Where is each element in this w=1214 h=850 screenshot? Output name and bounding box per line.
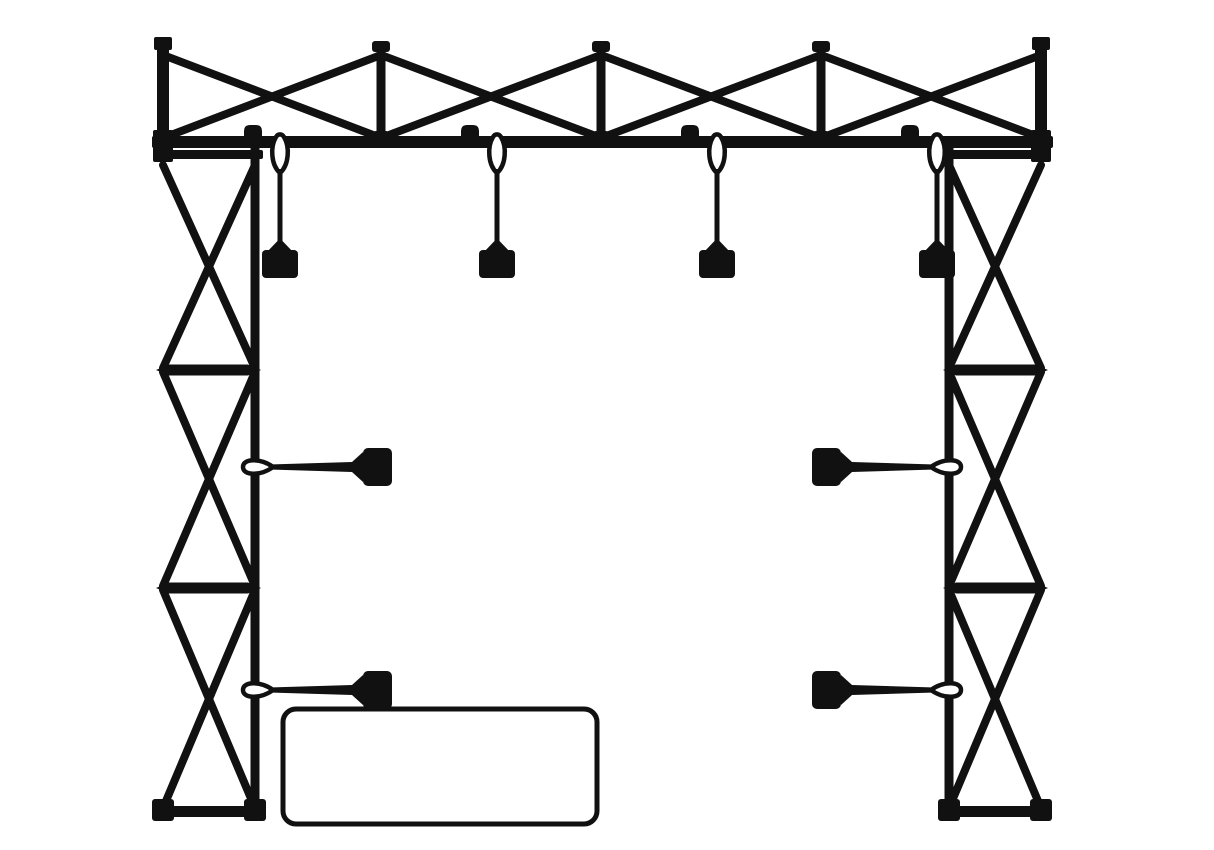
truss-corner-post bbox=[1035, 44, 1047, 146]
right-tower bbox=[938, 140, 1052, 821]
tower-cross-bar bbox=[156, 582, 261, 594]
truss-apex-cap bbox=[592, 41, 610, 52]
side-light-clamp-ring bbox=[240, 681, 277, 699]
tower-foot bbox=[152, 799, 174, 821]
light-beam-clamp bbox=[461, 125, 479, 138]
top-truss bbox=[152, 37, 1053, 162]
tower-cross-bar bbox=[156, 364, 261, 376]
light-hanger-loop bbox=[927, 132, 947, 177]
truss-apex-cap bbox=[372, 41, 390, 52]
light-head bbox=[699, 250, 735, 278]
truss-diagonal bbox=[377, 51, 605, 142]
hanging-light-2 bbox=[461, 125, 515, 278]
side-light-arm bbox=[852, 462, 935, 472]
truss-main-beam bbox=[152, 136, 1053, 148]
side-light-clamp-ring bbox=[927, 458, 964, 476]
tower-diagonal bbox=[945, 161, 1045, 372]
light-stem bbox=[277, 169, 283, 245]
truss-diagonal bbox=[159, 51, 385, 142]
tower-inner-post bbox=[250, 140, 260, 820]
side-light-yoke bbox=[841, 452, 852, 482]
tower-inner-post bbox=[944, 140, 954, 820]
light-stem bbox=[934, 169, 940, 245]
light-stem bbox=[714, 169, 720, 245]
truss-corner-cap bbox=[1032, 37, 1050, 50]
light-hanger-loop bbox=[487, 132, 507, 177]
side-light-head bbox=[812, 671, 841, 709]
tower-bottom-bar bbox=[942, 806, 1048, 817]
truss-diagonal bbox=[597, 51, 825, 142]
side-light-head bbox=[812, 448, 841, 486]
side-light-left-lower bbox=[240, 671, 392, 709]
hanging-light-1 bbox=[244, 125, 298, 278]
light-hanger-loop bbox=[707, 132, 727, 177]
tower-diagonal bbox=[159, 161, 259, 372]
side-light-clamp-ring bbox=[240, 458, 277, 476]
left-tower bbox=[152, 140, 266, 821]
side-light-arm bbox=[269, 462, 352, 472]
side-light-arm bbox=[852, 685, 935, 695]
side-light-yoke bbox=[841, 675, 852, 705]
light-beam-clamp bbox=[244, 125, 262, 138]
side-light-yoke bbox=[352, 452, 363, 482]
light-beam-clamp bbox=[681, 125, 699, 138]
side-light-clamp-ring bbox=[927, 681, 964, 699]
tower-top-bar bbox=[941, 150, 1049, 159]
counter-shelf-top bbox=[280, 706, 600, 827]
counter-shelf bbox=[280, 706, 600, 827]
tower-diagonal bbox=[945, 368, 1045, 590]
light-head bbox=[262, 250, 298, 278]
light-beam-clamp bbox=[901, 125, 919, 138]
truss-corner-post bbox=[157, 44, 169, 146]
light-head bbox=[479, 250, 515, 278]
truss-peak-post bbox=[596, 48, 606, 140]
truss-corner-cap bbox=[154, 37, 172, 50]
hanging-light-3 bbox=[681, 125, 735, 278]
truss-peak-post bbox=[376, 48, 386, 140]
light-head bbox=[919, 250, 955, 278]
truss-peak-post bbox=[816, 48, 826, 140]
side-light-yoke bbox=[352, 675, 363, 705]
tower-diagonal bbox=[159, 368, 259, 590]
tower-diagonal bbox=[159, 586, 259, 812]
tower-top-bar bbox=[155, 150, 263, 159]
hanging-light-4 bbox=[901, 125, 955, 278]
light-hanger-loop bbox=[270, 132, 290, 177]
side-light-right-upper bbox=[812, 448, 964, 486]
truss-diagonal bbox=[817, 51, 1045, 142]
tower-foot bbox=[938, 799, 960, 821]
side-light-right-lower bbox=[812, 671, 964, 709]
tower-foot bbox=[1030, 799, 1052, 821]
side-light-head bbox=[363, 448, 392, 486]
side-light-head bbox=[363, 671, 392, 709]
tower-cross-bar bbox=[943, 582, 1048, 594]
side-light-arm bbox=[269, 685, 352, 695]
side-light-left-upper bbox=[240, 448, 392, 486]
truss-apex-cap bbox=[812, 41, 830, 52]
tower-diagonal bbox=[945, 586, 1045, 812]
light-stem bbox=[494, 169, 500, 245]
tower-foot bbox=[244, 799, 266, 821]
tower-bottom-bar bbox=[156, 806, 262, 817]
tower-cross-bar bbox=[943, 364, 1048, 376]
